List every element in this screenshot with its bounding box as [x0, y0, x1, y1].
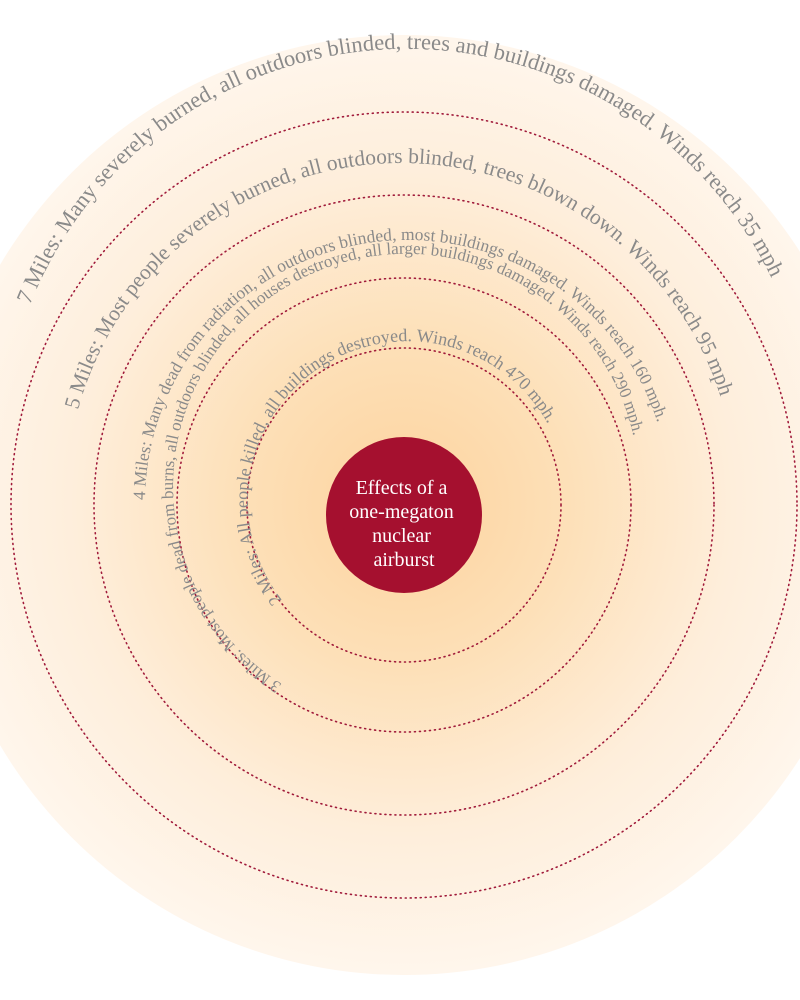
center-title-line-1: Effects of a: [356, 477, 448, 499]
center-title-line-4: airburst: [373, 549, 435, 571]
ring-boundary-4-miles: [176, 277, 632, 733]
ring-boundary-7-miles: [10, 111, 798, 899]
center-title-line-3: nuclear: [372, 525, 431, 547]
ring-boundary-3-miles: [246, 347, 562, 663]
center-title: Effects of a one-megaton nuclear airburs…: [349, 477, 458, 571]
center-disc: [326, 437, 482, 593]
ring-boundary-5-miles: [93, 194, 715, 816]
center-title-line-2: one-megaton: [349, 501, 453, 523]
